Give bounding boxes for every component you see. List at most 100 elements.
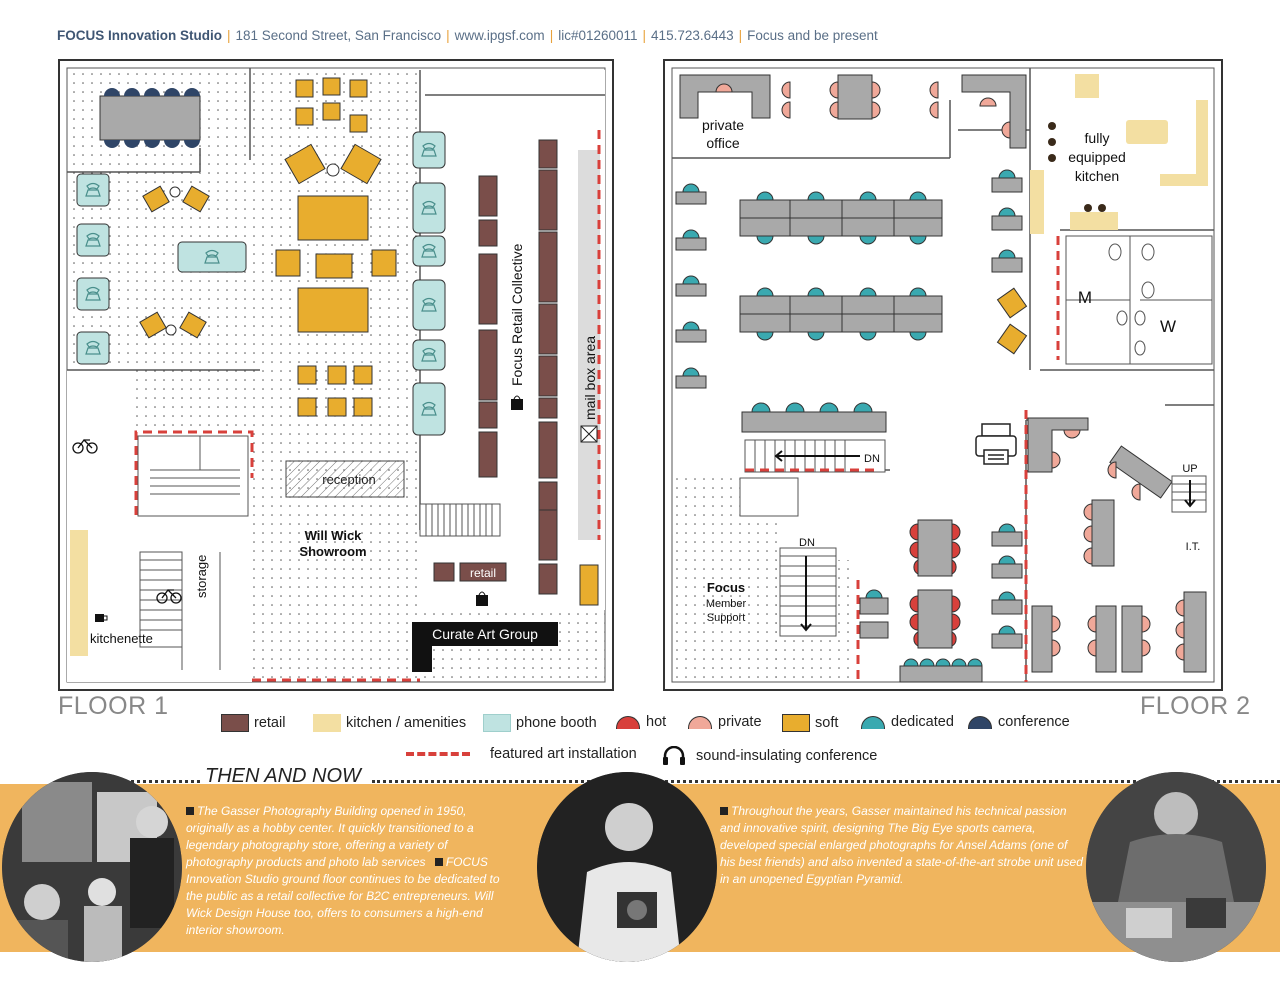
curate-label: Curate Art Group — [432, 626, 538, 642]
hot-desks — [909, 519, 961, 649]
legend-label: sound-insulating conference — [696, 748, 878, 764]
printer-icon — [975, 423, 1017, 465]
art-installation-f1 — [134, 130, 601, 682]
legend-label: conference — [998, 714, 1070, 730]
history-paragraph-1: The Gasser Photography Building opened i… — [186, 803, 516, 939]
legend-swatch — [861, 715, 885, 729]
storage-label: storage — [194, 555, 209, 598]
legend-conference: conference — [968, 714, 1070, 730]
phone-booths-f1-center — [412, 131, 446, 436]
bullet-square — [186, 807, 194, 815]
kitchenette-label: kitchenette — [90, 631, 153, 646]
showroom-line2: Showroom — [299, 544, 366, 559]
legend-label: phone booth — [516, 715, 597, 731]
legend-swatch — [483, 714, 511, 732]
kitchen-f2 — [1030, 74, 1208, 234]
kitchen-line2: equipped — [1068, 149, 1126, 165]
history-text-2: Throughout the years, Gasser maintained … — [720, 804, 1083, 886]
member-support-line2: Support — [707, 612, 746, 624]
band-dotted-line — [372, 780, 1280, 783]
mailbox-label: mail box area — [582, 336, 598, 420]
photo-family — [2, 772, 182, 962]
retail-label: retail — [470, 566, 496, 580]
history-text-1: The Gasser Photography Building opened i… — [186, 804, 474, 869]
reception-desk — [285, 460, 405, 498]
website-link[interactable]: www.ipgsf.com — [454, 28, 545, 43]
phone: 415.723.6443 — [651, 28, 734, 43]
kitchen-label: fully equipped kitchen — [1068, 130, 1126, 184]
legend-phone: phone booth — [483, 714, 597, 732]
kitchen-counter-f1 — [70, 530, 88, 656]
legend-label: retail — [254, 715, 286, 731]
legend-swatch — [968, 715, 992, 729]
stair-up-label: UP — [1182, 463, 1197, 475]
art-installation-f2 — [745, 236, 1060, 682]
it-room-label: I.T. — [1186, 541, 1201, 553]
tagline: Focus and be present — [747, 28, 878, 43]
kitchen-stools — [1048, 122, 1106, 212]
floor1-label: FLOOR 1 — [58, 692, 169, 720]
conference-table-f1 — [99, 88, 201, 148]
legend-swatch — [221, 714, 249, 732]
stair-dn2-label: DN — [799, 537, 815, 549]
bike-icon — [72, 439, 182, 604]
showroom-line1: Will Wick — [305, 528, 363, 543]
legend-sound: sound-insulating conference — [662, 746, 877, 766]
photo-gasser-camera — [537, 772, 717, 962]
restrooms — [1065, 235, 1213, 365]
womens-room-label: W — [1160, 317, 1176, 336]
legend-swatch — [782, 714, 810, 732]
stair-arrow — [774, 450, 860, 462]
shopping-bag-icon — [476, 395, 523, 606]
legend-label: featured art installation — [490, 746, 637, 762]
legend-retail: retail — [221, 714, 285, 732]
legend-label: dedicated — [891, 714, 954, 730]
member-support-brand: Focus — [707, 580, 745, 595]
headphones-icon — [663, 746, 685, 765]
legend-swatch — [313, 714, 341, 732]
legend-label: kitchen / amenities — [346, 715, 467, 731]
member-support-line1: Member — [706, 598, 747, 610]
legend-hot: hot — [616, 714, 666, 730]
header-bar: FOCUS Innovation Studio|181 Second Stree… — [57, 28, 878, 43]
retail-shelves-f1 — [433, 139, 558, 595]
band-dotted-line — [125, 780, 200, 783]
brand-name: FOCUS Innovation Studio — [57, 28, 222, 43]
curate-art-group — [412, 622, 558, 646]
stair-arrow-down — [800, 556, 812, 632]
mens-room-label: M — [1078, 288, 1092, 307]
private-seats-right — [1051, 429, 1185, 661]
private-office-label: private office — [702, 117, 744, 151]
legend-label: private — [718, 714, 762, 730]
stair-arrow-up — [1184, 480, 1196, 508]
legend-dedicated: dedicated — [861, 714, 954, 730]
dedicated-seats — [682, 169, 1016, 667]
floor2-plan: private office fully equipped kitchen M W D… — [663, 59, 1223, 691]
photo-family-image — [2, 772, 182, 962]
legend-swatch — [688, 715, 712, 729]
soft-seating-f1 — [139, 77, 599, 606]
photo-gasser-desk-image — [1086, 772, 1266, 962]
legend-kitchen: kitchen / amenities — [313, 714, 466, 732]
kitchen-line1: fully — [1085, 130, 1110, 146]
soft-seating-f2 — [996, 287, 1028, 355]
legend-private: private — [688, 714, 762, 730]
private-office-line2: office — [706, 135, 739, 151]
stairs-f1 — [137, 435, 501, 670]
private-office-line1: private — [702, 117, 744, 133]
legend-soft: soft — [782, 714, 838, 732]
legend-art: featured art installation — [406, 746, 637, 762]
kitchen-line3: kitchen — [1075, 168, 1119, 184]
history-text-1b: FOCUS Innovation Studio ground floor con… — [186, 855, 500, 937]
address: 181 Second Street, San Francisco — [235, 28, 442, 43]
private-desks-right — [1027, 417, 1207, 673]
legend-swatch — [616, 715, 640, 729]
legend-label: hot — [646, 714, 667, 730]
bullet-square — [720, 807, 728, 815]
stairs-f2 — [739, 439, 1207, 637]
legend-swatch — [406, 752, 470, 756]
